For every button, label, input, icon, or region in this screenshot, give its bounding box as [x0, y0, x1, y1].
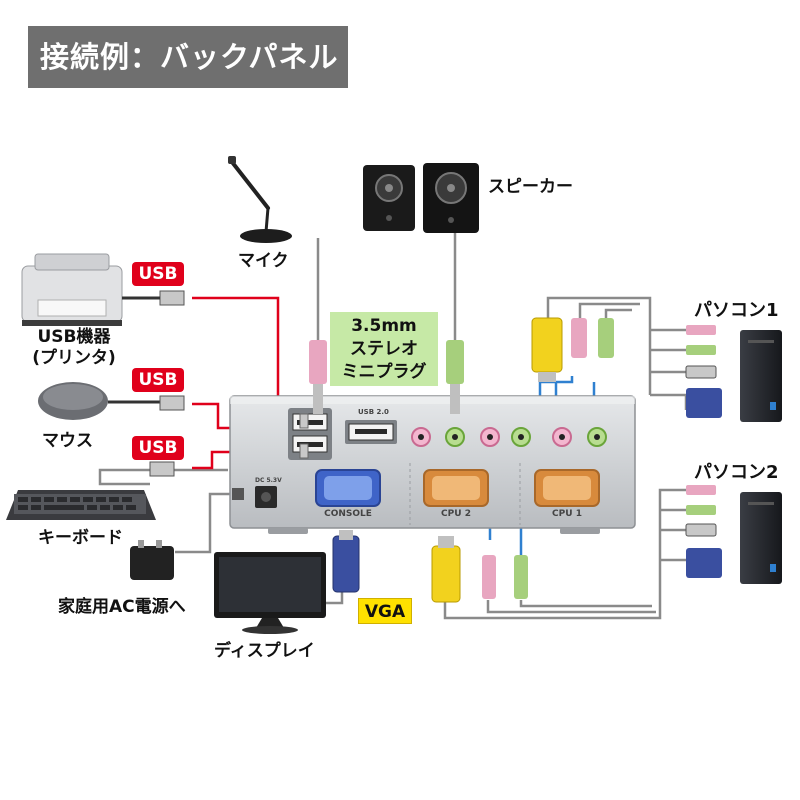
usb-device-label: USB機器 (プリンタ): [14, 327, 134, 369]
monitor-icon: [214, 552, 326, 634]
cpu2-port-label: CPU 2: [441, 509, 471, 519]
keyboard-icon: [6, 461, 175, 520]
usb-tag-mouse: USB: [132, 368, 184, 392]
mini-plug-tag: 3.5mm ステレオ ミニプラグ: [330, 312, 438, 386]
mini-plug-tag-line2: ステレオ: [350, 339, 418, 359]
pc2-label: パソコン2: [694, 462, 779, 483]
ac-adapter-icon: [130, 488, 244, 580]
mouse-icon: [38, 382, 185, 420]
mic-label: マイク: [238, 251, 289, 271]
pc1-label: パソコン1: [694, 300, 779, 321]
usb-port-label: USB 2.0: [358, 408, 389, 416]
kvm-back-panel: CONSOLE CPU 2 CPU 1 USB 2.0 DC 5.3V: [229, 395, 636, 534]
cpu1-vga-connector-icon: [531, 317, 563, 382]
usb-device-label-line2: (プリンタ): [32, 348, 116, 368]
cpu1-port-label: CPU 1: [552, 509, 582, 519]
printer-icon: [21, 253, 185, 326]
mouse-label: マウス: [42, 431, 93, 451]
usb-plugs-panel: [299, 413, 309, 459]
console-port-label: CONSOLE: [324, 509, 372, 519]
usb-tag-printer: USB: [132, 262, 184, 286]
dc-port-label: DC 5.3V: [255, 477, 282, 484]
mini-plug-tag-line1: 3.5mm: [351, 316, 417, 336]
microphone-icon: [228, 156, 292, 243]
speaker-label: スピーカー: [488, 177, 573, 197]
page-title: 接続例：バックパネル: [28, 26, 348, 88]
vga-tag: VGA: [358, 598, 412, 624]
pc1-tower-icon: [740, 330, 782, 422]
pc2-tower-icon: [740, 492, 782, 584]
power-label: 家庭用AC電源へ: [58, 597, 186, 617]
speaker-icon: [363, 163, 479, 233]
cpu2-connectors: [431, 536, 528, 603]
display-label: ディスプレイ: [214, 641, 315, 661]
pc2-plugs: [685, 485, 722, 578]
usb-device-label-line1: USB機器: [37, 327, 111, 347]
pc1-plugs: [685, 325, 722, 418]
audio-plugs-top: [309, 318, 614, 414]
keyboard-label: キーボード: [38, 528, 123, 548]
mini-plug-tag-line3: ミニプラグ: [341, 362, 427, 382]
usb-tag-keyboard: USB: [132, 436, 184, 460]
display-vga-connector-icon: [332, 530, 360, 593]
